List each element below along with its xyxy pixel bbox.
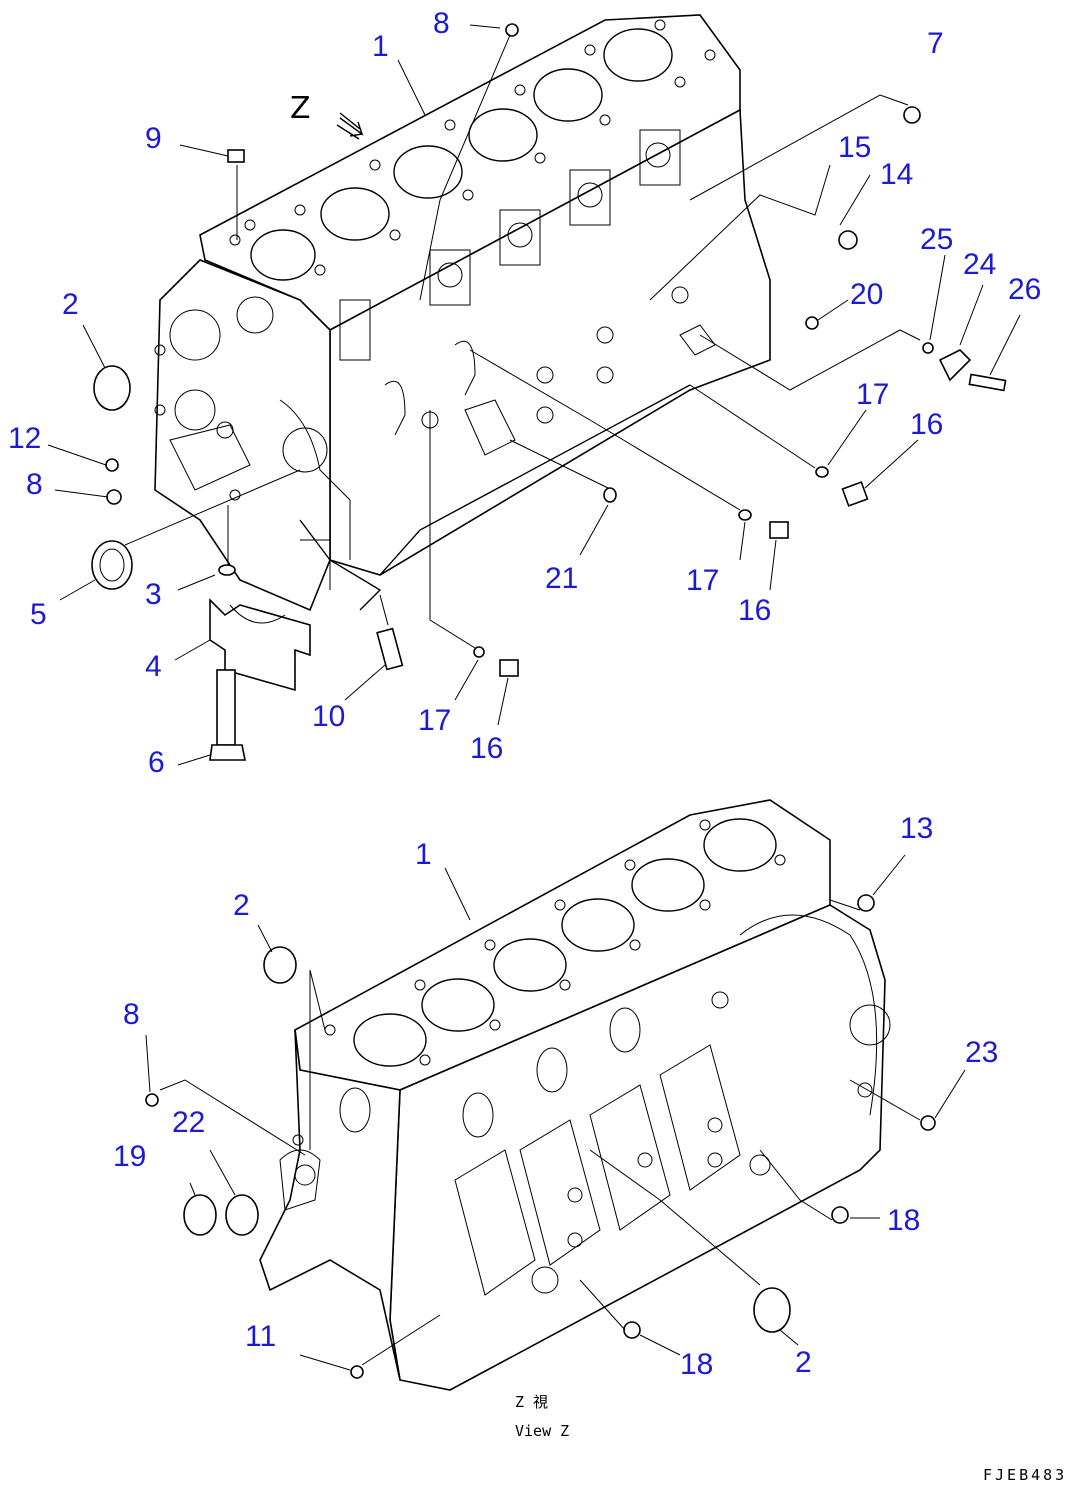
view-caption-jp: Z 視	[515, 1393, 548, 1411]
callout-24: 24	[963, 248, 996, 281]
callout-1-bottom: 1	[415, 838, 432, 871]
callout-11: 11	[245, 1320, 276, 1353]
callout-5: 5	[30, 598, 47, 631]
callout-7: 7	[927, 27, 944, 60]
callout-25: 25	[920, 223, 953, 256]
view-z-label: Z	[290, 91, 311, 126]
callout-22: 22	[172, 1106, 205, 1139]
callout-23: 23	[965, 1036, 998, 1069]
top-small-parts	[91, 23, 1007, 761]
callout-8-a: 8	[433, 7, 450, 40]
callout-4: 4	[145, 650, 162, 683]
top-leader-lines	[47, 24, 1021, 766]
callout-12: 12	[8, 422, 41, 455]
bottom-cylinder-block	[259, 799, 891, 1391]
callout-9: 9	[145, 122, 162, 155]
callouts-bottom: 1 2 2 8 11 13 18 18 19 22 23	[113, 812, 998, 1381]
callout-8-b: 8	[26, 468, 43, 501]
callout-20: 20	[850, 278, 883, 311]
figure-code: FJEB483	[983, 1466, 1067, 1484]
callout-18-b: 18	[680, 1348, 713, 1381]
callout-1: 1	[372, 30, 389, 63]
callout-19: 19	[113, 1140, 146, 1173]
top-cylinder-block	[154, 14, 771, 612]
callouts-top: 1 2 3 4 5 6 7 8 8 9 10 12 14 15 16 16 16…	[8, 7, 1041, 779]
callout-2-bottom-b: 2	[795, 1346, 812, 1379]
callout-17-b: 17	[686, 564, 719, 597]
callout-17-c: 17	[418, 704, 451, 737]
callout-13: 13	[900, 812, 933, 845]
bottom-small-parts	[145, 894, 936, 1379]
callout-10: 10	[312, 700, 345, 733]
callout-3: 3	[145, 578, 162, 611]
callout-26: 26	[1008, 273, 1041, 306]
callout-16-a: 16	[910, 408, 943, 441]
callout-14: 14	[880, 158, 913, 191]
callout-2-bottom-a: 2	[233, 889, 250, 922]
callout-15: 15	[838, 131, 871, 164]
callout-17-a: 17	[856, 378, 889, 411]
view-z-arrow	[336, 112, 364, 140]
callout-6: 6	[148, 746, 165, 779]
callout-18-a: 18	[887, 1204, 920, 1237]
callout-2: 2	[62, 288, 79, 321]
view-caption-en: View Z	[515, 1422, 569, 1440]
callout-16-c: 16	[470, 732, 503, 765]
callout-21: 21	[545, 562, 578, 595]
bottom-leader-lines	[145, 854, 966, 1371]
callout-8-bottom: 8	[123, 998, 140, 1031]
callout-16-b: 16	[738, 594, 771, 627]
